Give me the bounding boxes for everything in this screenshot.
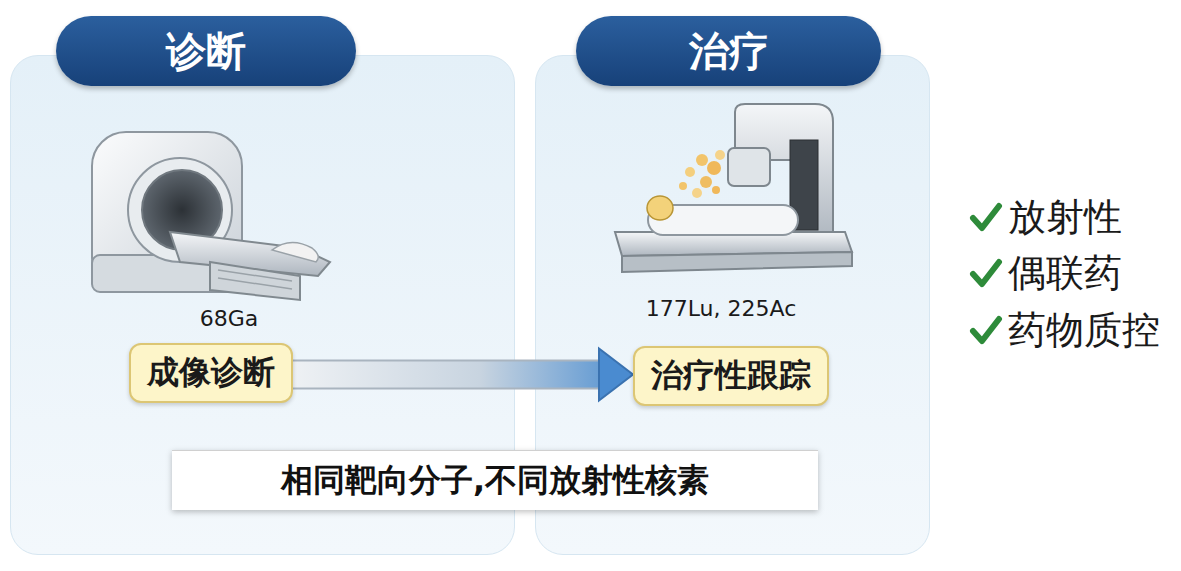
isotope-label: 68Ga — [200, 306, 259, 331]
banner-text: 相同靶向分子,不同放射性核素 — [281, 459, 709, 503]
arrow-shaft — [293, 362, 600, 388]
checklist-item: 放射性 — [1008, 195, 1122, 241]
checklist-item: 药物质控 — [1008, 308, 1160, 354]
process-box: 成像诊断 — [129, 343, 293, 403]
box-text: 治疗性跟踪 — [651, 354, 811, 398]
checklist-item: 偶联药 — [1008, 251, 1122, 297]
isotope-label: 177Lu, 225Ac — [646, 296, 797, 321]
summary-banner: 相同靶向分子,不同放射性核素 — [172, 450, 818, 510]
process-box: 治疗性跟踪 — [633, 346, 829, 406]
stage-heading: 诊断 — [56, 16, 356, 86]
arrow-shaft-outline — [293, 360, 599, 390]
check-marks — [973, 206, 999, 341]
stage-heading: 治疗 — [576, 16, 881, 86]
box-text: 成像诊断 — [147, 351, 275, 395]
